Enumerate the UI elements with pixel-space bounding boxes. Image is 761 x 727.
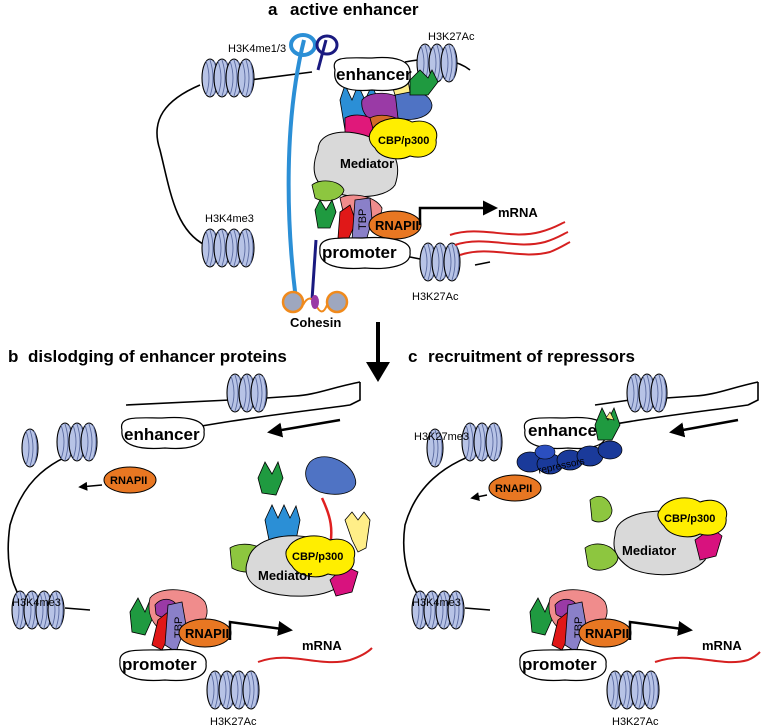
cohesin-complex (281, 290, 349, 314)
panel-a-mrna-label: mRNA (498, 205, 538, 220)
panel-a-enhancer-box (333, 56, 411, 92)
panel-a-mediator-label: Mediator (340, 156, 394, 171)
panel-b-promoter-box (119, 648, 207, 682)
h3k27ac-label-b: H3K27Ac (210, 716, 257, 727)
h3k4me3-label-c: H3K4me3 (412, 597, 461, 609)
panel-a-nucleosomes-top-left (202, 58, 255, 98)
panel-c-rnapii-free (488, 474, 542, 502)
h3k27ac-label-a-bottom: H3K27Ac (412, 291, 459, 303)
panel-c-letter: c (408, 347, 417, 366)
panel-c-dna (402, 381, 759, 611)
panel-b-nucleosomes-bottom-right (207, 670, 260, 710)
panel-b-enhancer-box (121, 416, 205, 450)
panel-c-transcription-arrow (628, 620, 693, 640)
panel-b-enhancer-label: enhancer (124, 425, 200, 444)
panel-a-cbp (368, 117, 438, 160)
panel-b-enhancer-arrow (267, 418, 341, 438)
panel-c-mrna-strand (654, 651, 761, 664)
panel-a-tbp-label: TBP (357, 209, 369, 230)
h3k27ac-label-c: H3K27Ac (612, 716, 659, 727)
panel-a-enhancer-label: enhancer (336, 65, 412, 84)
panel-b-letter: b (8, 347, 18, 366)
panel-a-title: active enhancer (290, 0, 419, 19)
panel-a-tbp (351, 197, 373, 246)
panel-b-promoter-label: promoter (122, 655, 197, 674)
panel-a-nucleosomes-bottom-right (420, 243, 460, 281)
cohesin-strand-dark (310, 39, 328, 301)
h3k4me3-label-b: H3K4me3 (12, 597, 61, 609)
panel-a-mrna-strands (449, 221, 571, 256)
panel-b-rnapii-free (103, 466, 157, 494)
panel-a-nucleosomes-bottom-left (202, 228, 255, 268)
panel-c-nucleosomes-left (426, 423, 502, 468)
h3k4me3-label-a: H3K4me3 (205, 213, 254, 225)
panel-a-cbp-label: CBP/p300 (378, 135, 429, 147)
panel-b-dna (7, 381, 361, 611)
panel-b-cbp (285, 535, 356, 578)
panel-c-cbp (657, 497, 728, 538)
cohesin-ring-top-light (289, 33, 317, 57)
panel-b-promoter-complex: TBP RNAPII (129, 589, 232, 653)
cohesin-ring-top-dark (315, 34, 339, 56)
h3k27me3-label: H3K27me3 (414, 431, 469, 443)
panel-a-promoter-label: promoter (322, 243, 397, 262)
panel-c-rnapii-free-label: RNAPII (495, 483, 532, 495)
panel-c-released-complex (584, 496, 728, 576)
panel-a-transcription-arrow (418, 200, 498, 225)
panel-c-rnapii-arrow (470, 492, 488, 502)
panel-b-title: dislodging of enhancer proteins (28, 347, 287, 366)
panel-c-repressors: repressors (516, 440, 623, 477)
h3k27ac-label-a-top: H3K27Ac (428, 31, 475, 43)
panel-c-promoter-box (519, 648, 607, 682)
cohesin-label: Cohesin (290, 315, 341, 330)
panel-b-mrna-strand (257, 647, 373, 664)
panel-c-rnapii-label: RNAPII (585, 626, 629, 641)
panel-c: c recruitment of repressors H3K27me3 enh… (402, 347, 761, 727)
panel-c-cbp-label: CBP/p300 (664, 513, 715, 525)
transition-arrow-head (366, 362, 390, 382)
h3k4me13-label: H3K4me1/3 (228, 43, 286, 55)
panel-c-promoter-complex: TBP RNAPII (529, 589, 632, 653)
panel-c-enhancer-arrow (669, 418, 739, 438)
panel-b-dislodged-proteins (229, 456, 371, 597)
panel-b-mediator-label: Mediator (258, 568, 312, 583)
panel-a: a active enhancer H3K4me1/3 H3K27Ac H3K4… (156, 0, 571, 330)
panel-c-mediator-label: Mediator (622, 543, 676, 558)
panel-a-letter: a (268, 0, 278, 19)
panel-c-nucleosomes-bottom-right (607, 670, 660, 710)
panel-b-rnapii-arrow (78, 481, 103, 491)
panel-c-title: recruitment of repressors (428, 347, 635, 366)
panel-c-nucleosomes-top (627, 374, 667, 412)
panel-b: b dislodging of enhancer proteins enhanc… (7, 347, 373, 727)
panel-b-nucleosomes-top (227, 374, 267, 412)
panel-b-cbp-label: CBP/p300 (292, 551, 343, 563)
panel-c-enhancer-label: enhancer (528, 421, 604, 440)
cohesin-strand-light (286, 39, 306, 301)
panel-b-rnapii-free-label: RNAPII (110, 475, 147, 487)
panel-a-rnapii-label: RNAPII (375, 218, 419, 233)
panel-a-promoter-box (319, 236, 411, 270)
panel-c-promoter-label: promoter (522, 655, 597, 674)
panel-a-protein-complex: TBP RNAPII (311, 69, 439, 246)
panel-c-mrna-label: mRNA (702, 638, 742, 653)
panel-b-mrna-label: mRNA (302, 638, 342, 653)
panel-b-transcription-arrow (228, 620, 293, 640)
panel-b-rnapii-label: RNAPII (185, 626, 229, 641)
